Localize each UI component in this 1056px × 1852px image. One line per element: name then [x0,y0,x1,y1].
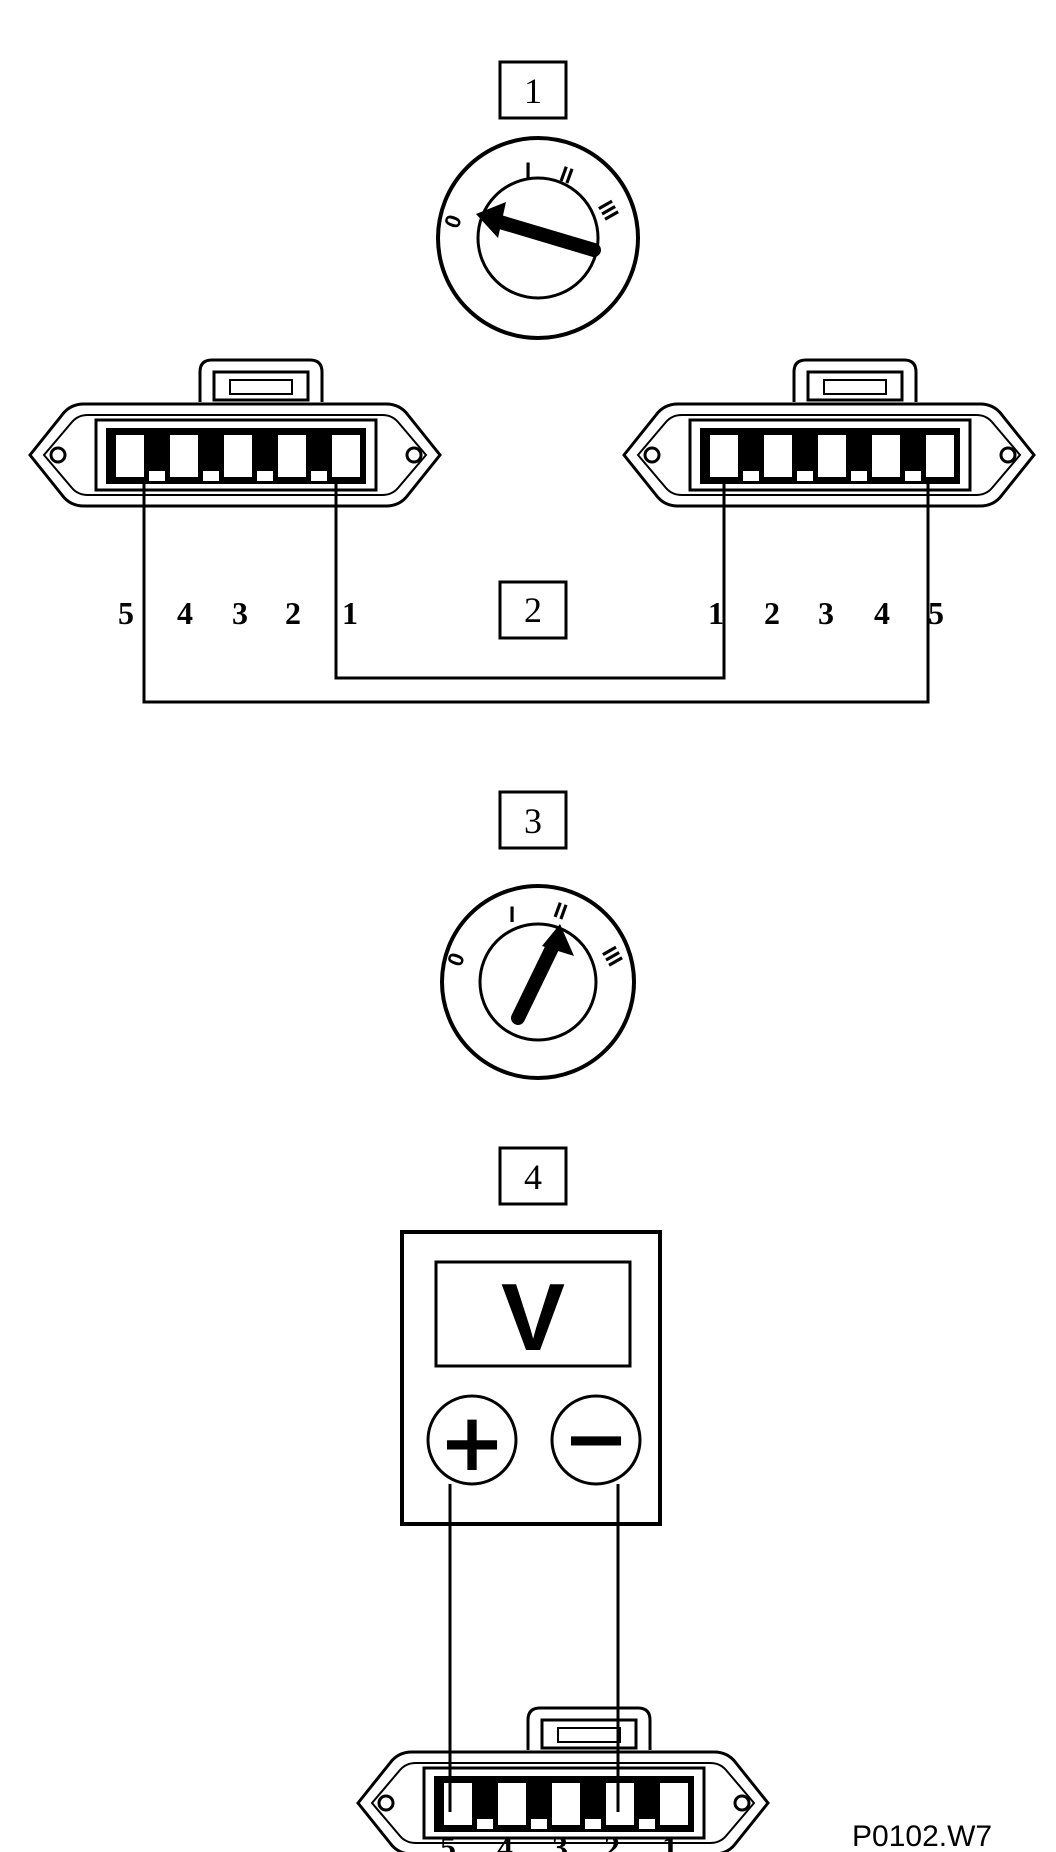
svg-text:3: 3 [232,595,248,631]
jumper-wire-pin-5 [142,482,930,704]
svg-text:1: 1 [662,1829,678,1852]
svg-text:1: 1 [524,71,542,111]
step-4-label: 4 [498,1146,568,1206]
pointer-arrow-step-3 [511,924,574,1025]
reference-code: P0102.W7 [852,1820,992,1852]
step-3-label: 3 [498,790,568,850]
svg-text:1: 1 [342,595,358,631]
step-2-label: 2 [498,580,568,640]
svg-text:I: I [509,902,515,927]
bottom-pin-numbers: 5 4 3 2 1 [440,1829,678,1852]
pointer-arrow-step-1 [476,202,601,257]
connector-right [622,358,1036,508]
left-pin-numbers: 5 4 3 2 1 [118,595,358,631]
jumper-wire-pin-1 [334,482,726,680]
svg-text:5: 5 [928,595,944,631]
svg-text:2: 2 [285,595,301,631]
step-1-label: 1 [498,60,568,120]
svg-text:+: + [438,1396,505,1489]
voltmeter: V + − [400,1230,662,1526]
minus-terminal: − [550,1392,642,1486]
svg-text:−: − [562,1392,629,1485]
svg-text:I: I [525,158,531,183]
svg-text:2: 2 [524,590,542,630]
svg-text:4: 4 [177,595,193,631]
svg-text:3: 3 [524,801,542,841]
svg-text:5: 5 [118,595,134,631]
svg-text:5: 5 [440,1829,456,1852]
svg-text:2: 2 [604,1829,620,1852]
plus-terminal: + [426,1394,518,1489]
ignition-switch-step-3: 0 I II III [440,884,636,1080]
right-pin-numbers: 1 2 3 4 5 [708,595,944,631]
voltmeter-display: V [501,1264,565,1371]
connector-left [28,358,442,508]
svg-text:1: 1 [708,595,724,631]
svg-text:2: 2 [764,595,780,631]
svg-text:3: 3 [818,595,834,631]
svg-text:4: 4 [524,1157,542,1197]
svg-text:3: 3 [552,1829,568,1852]
ignition-switch-step-1: 0 I II III [436,136,640,340]
svg-text:4: 4 [497,1829,513,1852]
svg-text:4: 4 [874,595,890,631]
